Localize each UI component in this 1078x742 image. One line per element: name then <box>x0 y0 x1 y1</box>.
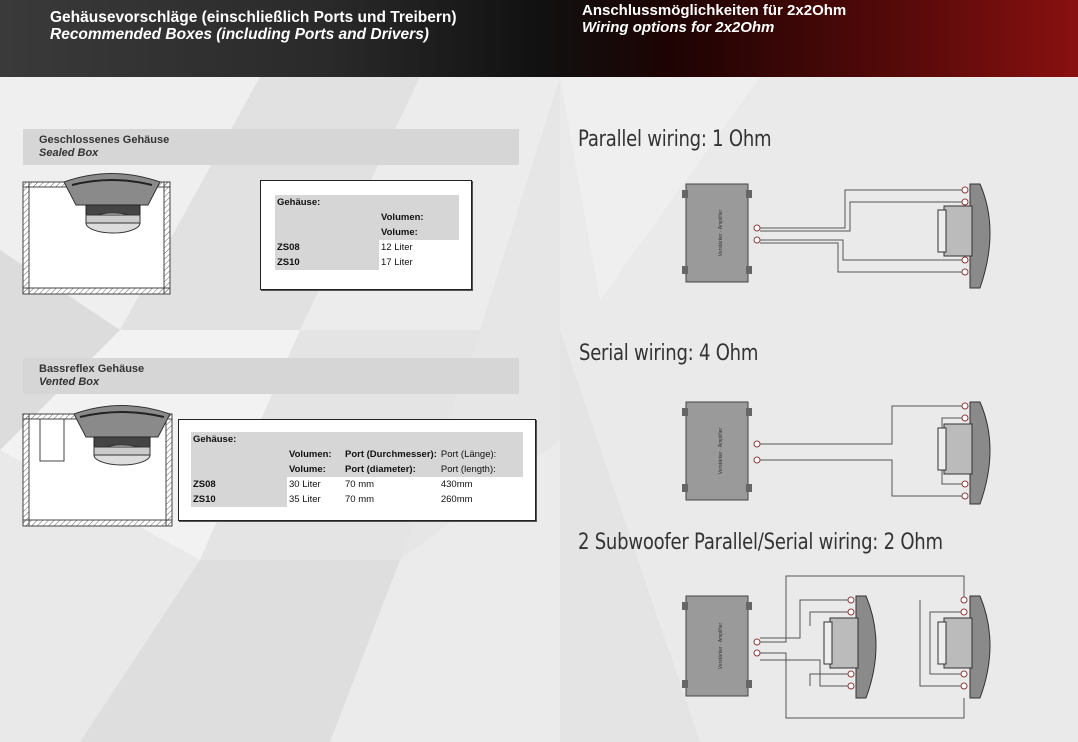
amp-terminal-plus <box>753 638 761 646</box>
subwoofer-icon <box>969 401 991 505</box>
parallel-wiring-diagram: Verstärker · Amplifier <box>682 183 991 289</box>
wiring-header-de: Anschlussmöglichkeiten für 2x2Ohm <box>582 2 847 19</box>
vented-title-de: Bassreflex Gehäuse <box>39 363 145 375</box>
serial-wiring-title: Serial wiring: 4 Ohm <box>579 341 759 366</box>
sealed-box-drawing <box>22 173 171 295</box>
amp-terminal-minus <box>753 649 761 657</box>
sealed-th-volume-de: Volumen: <box>379 210 459 225</box>
combo-wiring-title: 2 Subwoofer Parallel/Serial wiring: 2 Oh… <box>578 530 943 555</box>
vented-th-housing: Gehäuse: <box>191 432 287 447</box>
amp-label: Verstärker · Amplifier <box>718 427 724 474</box>
amp-terminal-plus <box>753 440 761 448</box>
vented-row-length: 430mm <box>440 479 473 490</box>
boxes-header: Gehäusevorschläge (einschließlich Ports … <box>50 9 457 43</box>
subwoofer-icon <box>855 595 877 699</box>
sealed-row-model: ZS08 <box>275 240 379 255</box>
vented-row-volume: 35 Liter <box>289 494 321 505</box>
sealed-row-volume: 12 Liter <box>381 242 413 253</box>
vented-box-title: Bassreflex Gehäuse Vented Box <box>23 358 519 394</box>
sealed-th-housing: Gehäuse: <box>275 195 379 210</box>
amp-terminal-minus <box>753 236 761 244</box>
boxes-header-de: Gehäusevorschläge (einschließlich Ports … <box>50 9 457 26</box>
amp-terminal-plus <box>753 224 761 232</box>
wiring-header: Anschlussmöglichkeiten für 2x2Ohm Wiring… <box>582 2 846 36</box>
vented-box-drawing <box>22 405 173 527</box>
vented-row-length: 260mm <box>440 494 473 505</box>
sealed-title-en: Sealed Box <box>39 147 99 159</box>
vented-row-model: ZS10 <box>191 492 287 507</box>
serial-wiring-diagram: Verstärker · Amplifier <box>682 401 991 505</box>
vented-table-box: Gehäuse: Volumen:Port (Durchmesser):Port… <box>178 419 536 521</box>
vented-title-en: Vented Box <box>39 376 100 388</box>
subwoofer-icon <box>969 595 991 699</box>
vented-th-diameter-en: Port (diameter): <box>343 462 439 477</box>
vented-th-length-de: Port (Länge): <box>438 447 523 462</box>
vented-th-diameter-de: Port (Durchmesser): <box>343 447 439 462</box>
amp-terminal-minus <box>753 456 761 464</box>
sealed-th-volume-en: Volume: <box>379 225 459 240</box>
boxes-header-en: Recommended Boxes (including Ports and D… <box>50 26 429 43</box>
combo-wiring-diagram: Verstärker · Amplifier <box>682 575 991 719</box>
sealed-row-volume: 17 Liter <box>381 257 413 268</box>
wiring-header-en: Wiring options for 2x2Ohm <box>582 19 775 36</box>
amp-label: Verstärker · Amplifier <box>718 209 724 256</box>
vented-row-diameter: 70 mm <box>345 494 375 505</box>
sealed-title-de: Geschlossenes Gehäuse <box>39 134 170 146</box>
sealed-row-model: ZS10 <box>275 255 379 270</box>
amp-label: Verstärker · Amplifier <box>718 622 724 669</box>
subwoofer-icon <box>969 183 991 289</box>
vented-th-length-en: Port (length): <box>438 462 523 477</box>
vented-row-model: ZS08 <box>191 477 287 492</box>
vented-table: Gehäuse: Volumen:Port (Durchmesser):Port… <box>191 432 523 507</box>
parallel-wiring-title: Parallel wiring: 1 Ohm <box>578 127 772 152</box>
vented-row-volume: 30 Liter <box>289 479 321 490</box>
vented-th-volume-de: Volumen: <box>287 447 343 462</box>
sealed-box-title: Geschlossenes Gehäuse Sealed Box <box>23 129 519 165</box>
page-header: Gehäusevorschläge (einschließlich Ports … <box>0 0 1078 77</box>
vented-row-diameter: 70 mm <box>345 479 375 490</box>
vented-th-volume-en: Volume: <box>287 462 343 477</box>
